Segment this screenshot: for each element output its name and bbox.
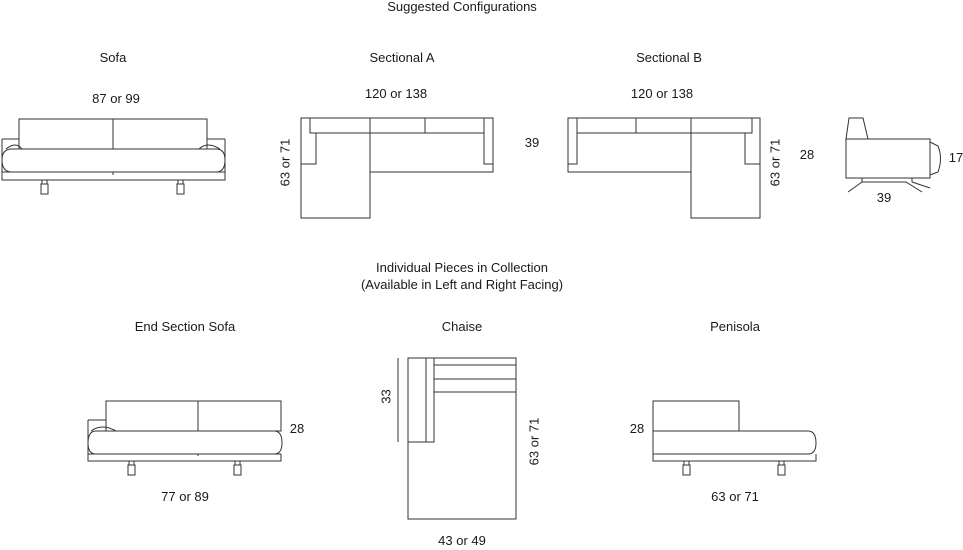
sofa-width-dimension: 87 or 99: [92, 91, 140, 106]
sectional-b-width-dimension: 120 or 138: [630, 86, 694, 101]
penisola-title: Penisola: [710, 319, 760, 334]
individual-pieces-subheading: (Available in Left and Right Facing): [360, 277, 564, 292]
individual-pieces-heading: Individual Pieces in Collection: [376, 260, 548, 275]
sectional-a-plan-drawing: [301, 118, 493, 218]
sectional-a-width-dimension: 120 or 138: [364, 86, 428, 101]
sectional-b-title: Sectional B: [636, 50, 702, 65]
suggested-configurations-heading: Suggested Configurations: [387, 0, 537, 14]
end-section-sofa-width-dimension: 77 or 89: [161, 489, 209, 504]
end-section-sofa-drawing: [88, 401, 282, 475]
end-section-sofa-height-dimension: 28: [289, 421, 305, 436]
side-view-depth-dimension: 39: [876, 190, 892, 205]
side-view-drawing: [846, 118, 941, 192]
sofa-title: Sofa: [99, 50, 127, 65]
side-view-arm-height-dimension: 17: [948, 150, 963, 165]
chaise-title: Chaise: [441, 319, 483, 334]
penisola-drawing: [653, 401, 816, 475]
side-view-height-dimension: 28: [799, 147, 815, 162]
penisola-height-dimension: 28: [629, 421, 645, 436]
sectional-b-plan-drawing: [568, 118, 760, 218]
sectional-a-chaise-depth-dimension: 39: [524, 135, 540, 150]
chaise-plan-drawing: [398, 358, 516, 519]
sofa-front-drawing: [2, 119, 225, 194]
penisola-width-dimension: 63 or 71: [711, 489, 759, 504]
sectional-a-title: Sectional A: [369, 50, 435, 65]
chaise-width-dimension: 43 or 49: [438, 533, 486, 548]
end-section-sofa-title: End Section Sofa: [134, 319, 236, 334]
